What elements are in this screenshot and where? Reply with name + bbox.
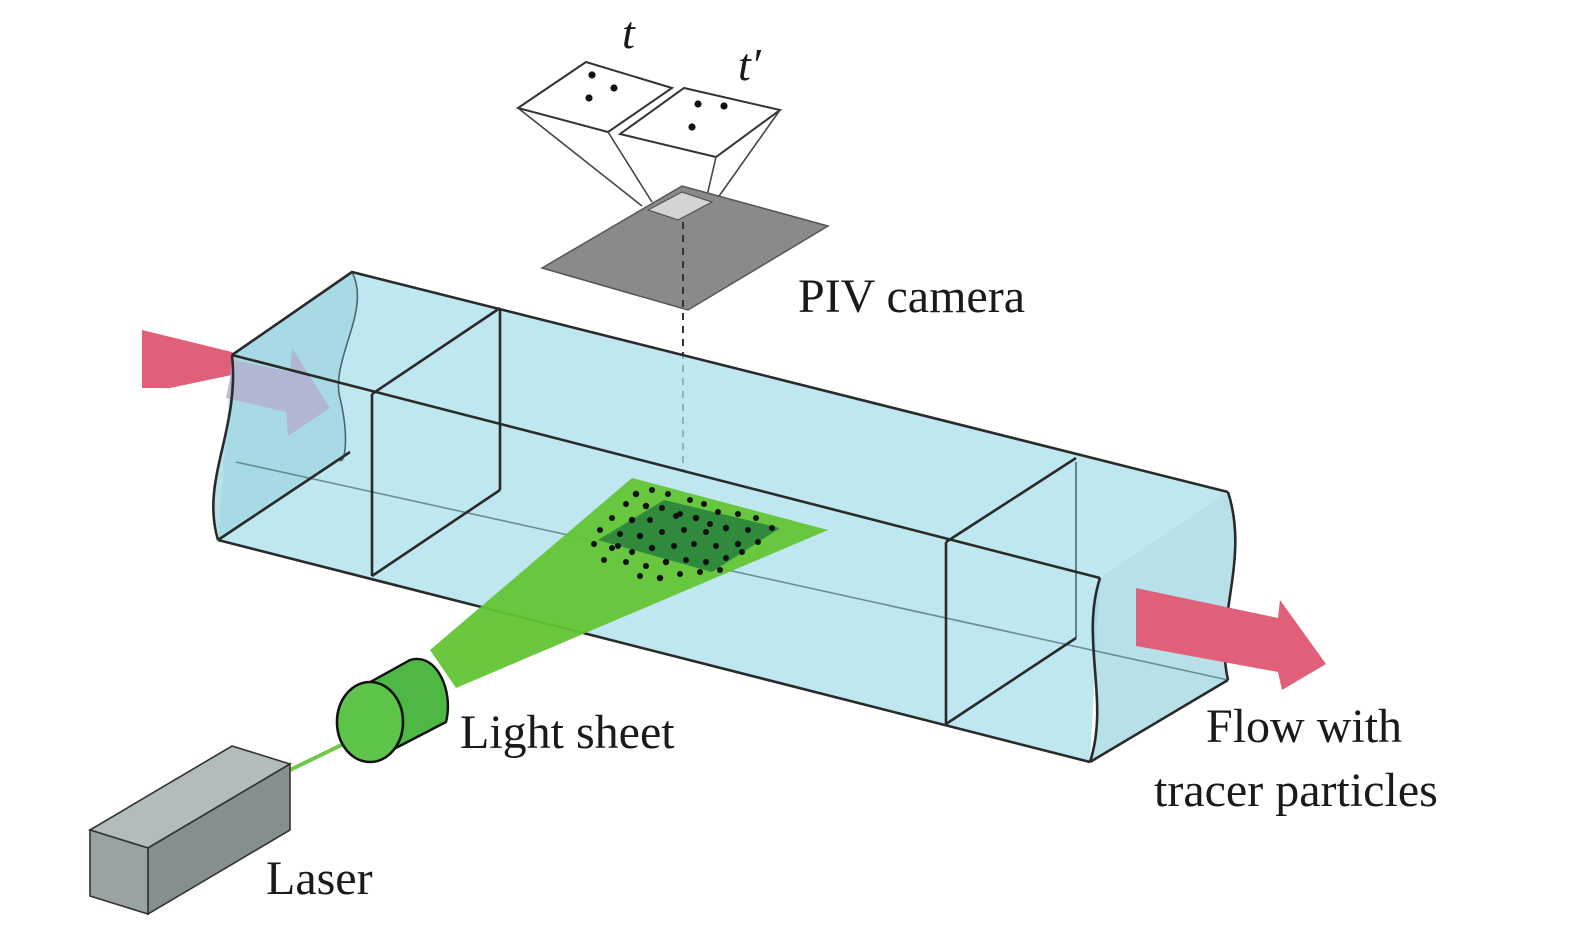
label-time-t-prime: t′ [738, 39, 762, 90]
piv-camera-plate [540, 185, 830, 311]
image-frame-t [515, 60, 675, 134]
label-piv-camera: PIV camera [798, 270, 1025, 323]
label-flow-line2: tracer particles [1154, 764, 1438, 817]
projection-lines [517, 107, 781, 207]
label-time-t: t [622, 7, 636, 58]
inlet-flow-arrow [142, 330, 246, 388]
inlet-flow-arrow-inner [226, 348, 330, 436]
tracer-particles [591, 487, 775, 582]
label-laser: Laser [266, 852, 373, 905]
outlet-flow-arrow [1136, 588, 1326, 690]
laser-device [88, 745, 292, 916]
measurement-zone [598, 500, 780, 572]
label-flow-line1: Flow with [1206, 700, 1402, 753]
label-light-sheet: Light sheet [460, 706, 675, 759]
light-sheet-optic [335, 657, 450, 764]
